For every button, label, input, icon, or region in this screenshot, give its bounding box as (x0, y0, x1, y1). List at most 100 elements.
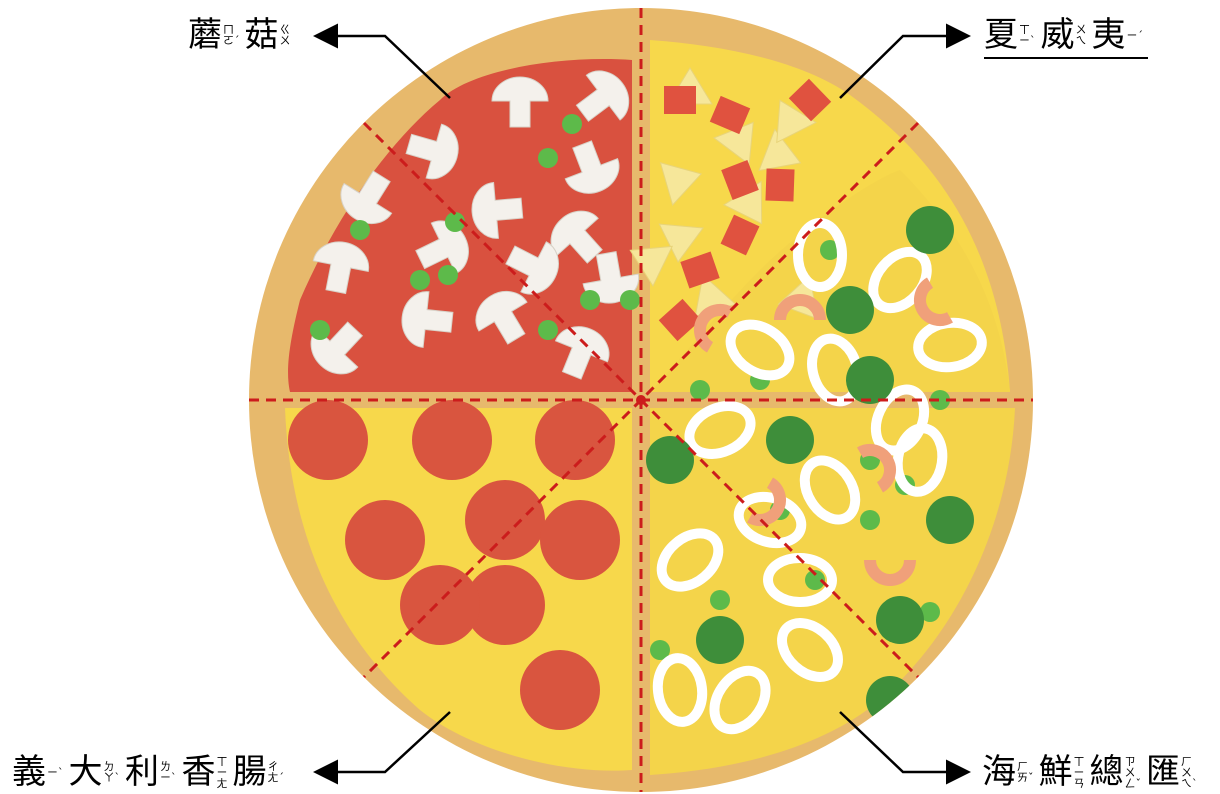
label-mushroom: 蘑ㄇㄛˊ菇ㄍㄨ (188, 15, 296, 55)
pepperoni-slice (520, 650, 600, 730)
zhuyin-symbol: ㄥˇ (1125, 778, 1142, 789)
zhuyin: ㄒㄧㄤ (217, 756, 228, 789)
zhuyin-symbol: ㄟ (1076, 35, 1087, 46)
label-char: 利ㄌㄧˋ (125, 752, 180, 792)
zhuyin-symbol: ㄧˊ (1127, 30, 1144, 41)
zhuyin-symbol: ㄨ (1181, 767, 1198, 778)
label-char: 義ㄧˋ (12, 752, 67, 792)
broccoli (926, 496, 974, 544)
zhuyin-symbol: ㄤ (217, 778, 228, 789)
zhuyin-symbol: ㄞˇ (1017, 772, 1034, 783)
zhuyin-symbol: ㄏ (1181, 756, 1198, 767)
pea (710, 590, 730, 610)
zhuyin-symbol: ㄒ (217, 756, 228, 767)
zhuyin: ㄧˊ (1127, 30, 1144, 41)
zhuyin: ㄌㄧˋ (160, 761, 177, 783)
hanzi: 蘑 (188, 15, 222, 55)
zhuyin-symbol: ㄤˊ (268, 772, 285, 783)
zhuyin-symbol: ㄧˋ (160, 772, 177, 783)
pea (690, 380, 710, 400)
zhuyin: ㄉㄚˋ (104, 761, 121, 783)
hanzi: 匯 (1146, 752, 1180, 792)
label-char: 夷ㄧˊ (1092, 15, 1147, 55)
pea (580, 290, 600, 310)
pepperoni-slice (400, 565, 480, 645)
label-char: 蘑ㄇㄛˊ (188, 15, 243, 55)
hanzi: 香 (182, 752, 216, 792)
zhuyin: ㄏㄞˇ (1017, 761, 1034, 783)
label-char: 腸ㄔㄤˊ (233, 752, 288, 792)
label-char: 鮮ㄒㄧㄢ (1039, 752, 1088, 792)
hanzi: 夏 (984, 15, 1018, 55)
zhuyin: ㄒㄧㄢ (1074, 756, 1085, 789)
label-char: 總ㄗㄨㄥˇ (1090, 752, 1145, 792)
pepperoni-slice (465, 480, 545, 560)
hanzi: 腸 (233, 752, 267, 792)
hanzi: 鮮 (1039, 752, 1073, 792)
broccoli (876, 596, 924, 644)
pea (562, 114, 582, 134)
zhuyin-symbol: ㄢ (1074, 778, 1085, 789)
pepperoni-slice (412, 400, 492, 480)
pea (538, 148, 558, 168)
pea (350, 220, 370, 240)
zhuyin: ㄧˋ (47, 767, 64, 778)
broccoli (906, 206, 954, 254)
label-char: 香ㄒㄧㄤ (182, 752, 231, 792)
zhuyin-symbol: ㄧ (217, 767, 228, 778)
label-char: 菇ㄍㄨ (245, 15, 294, 55)
pea (410, 270, 430, 290)
pea (538, 320, 558, 340)
hanzi: 大 (69, 752, 103, 792)
hanzi: 威 (1041, 15, 1075, 55)
hanzi: 義 (12, 752, 46, 792)
broccoli (646, 436, 694, 484)
broccoli (826, 286, 874, 334)
hanzi: 總 (1090, 752, 1124, 792)
pea (310, 320, 330, 340)
broccoli (766, 416, 814, 464)
label-char: 匯ㄏㄨㄟˋ (1146, 752, 1201, 792)
label-char: 夏ㄒㄧˋ (984, 15, 1039, 55)
zhuyin: ㄏㄨㄟˋ (1181, 756, 1198, 789)
pepperoni-slice (288, 400, 368, 480)
zhuyin-symbol: ㄧˋ (47, 767, 64, 778)
zhuyin-symbol: ㄧˋ (1019, 35, 1036, 46)
broccoli (696, 616, 744, 664)
zhuyin: ㄨㄟ (1076, 24, 1087, 46)
zhuyin-symbol: ㄚˋ (104, 772, 121, 783)
broccoli (846, 356, 894, 404)
label-char: 威ㄨㄟ (1041, 15, 1090, 55)
label-seafood: 海ㄏㄞˇ鮮ㄒㄧㄢ總ㄗㄨㄥˇ匯ㄏㄨㄟˋ (982, 752, 1203, 792)
zhuyin: ㄗㄨㄥˇ (1125, 756, 1142, 789)
zhuyin-symbol: ㄗ (1125, 756, 1142, 767)
zhuyin-symbol: ㄛˊ (223, 35, 240, 46)
zhuyin: ㄒㄧˋ (1019, 24, 1036, 46)
hanzi: 利 (125, 752, 159, 792)
zhuyin: ㄇㄛˊ (223, 24, 240, 46)
zhuyin-symbol: ㄨ (1125, 767, 1142, 778)
hanzi: 夷 (1092, 15, 1126, 55)
ham-piece (664, 86, 696, 114)
pea (438, 265, 458, 285)
label-char: 大ㄉㄚˋ (69, 752, 124, 792)
label-char: 海ㄏㄞˇ (982, 752, 1037, 792)
hanzi: 菇 (245, 15, 279, 55)
zhuyin-symbol: ㄒ (1074, 756, 1085, 767)
pepperoni-slice (540, 500, 620, 580)
pea (860, 510, 880, 530)
zhuyin: ㄔㄤˊ (268, 761, 285, 783)
zhuyin-symbol: ㄟˋ (1181, 778, 1198, 789)
broccoli (866, 676, 914, 724)
zhuyin-symbol: ㄧ (1074, 767, 1085, 778)
pea (620, 290, 640, 310)
zhuyin-symbol: ㄨ (280, 35, 291, 46)
ham-piece (765, 169, 794, 202)
pepperoni-slice (345, 500, 425, 580)
center-point (636, 395, 646, 405)
zhuyin: ㄍㄨ (280, 24, 291, 46)
hanzi: 海 (982, 752, 1016, 792)
